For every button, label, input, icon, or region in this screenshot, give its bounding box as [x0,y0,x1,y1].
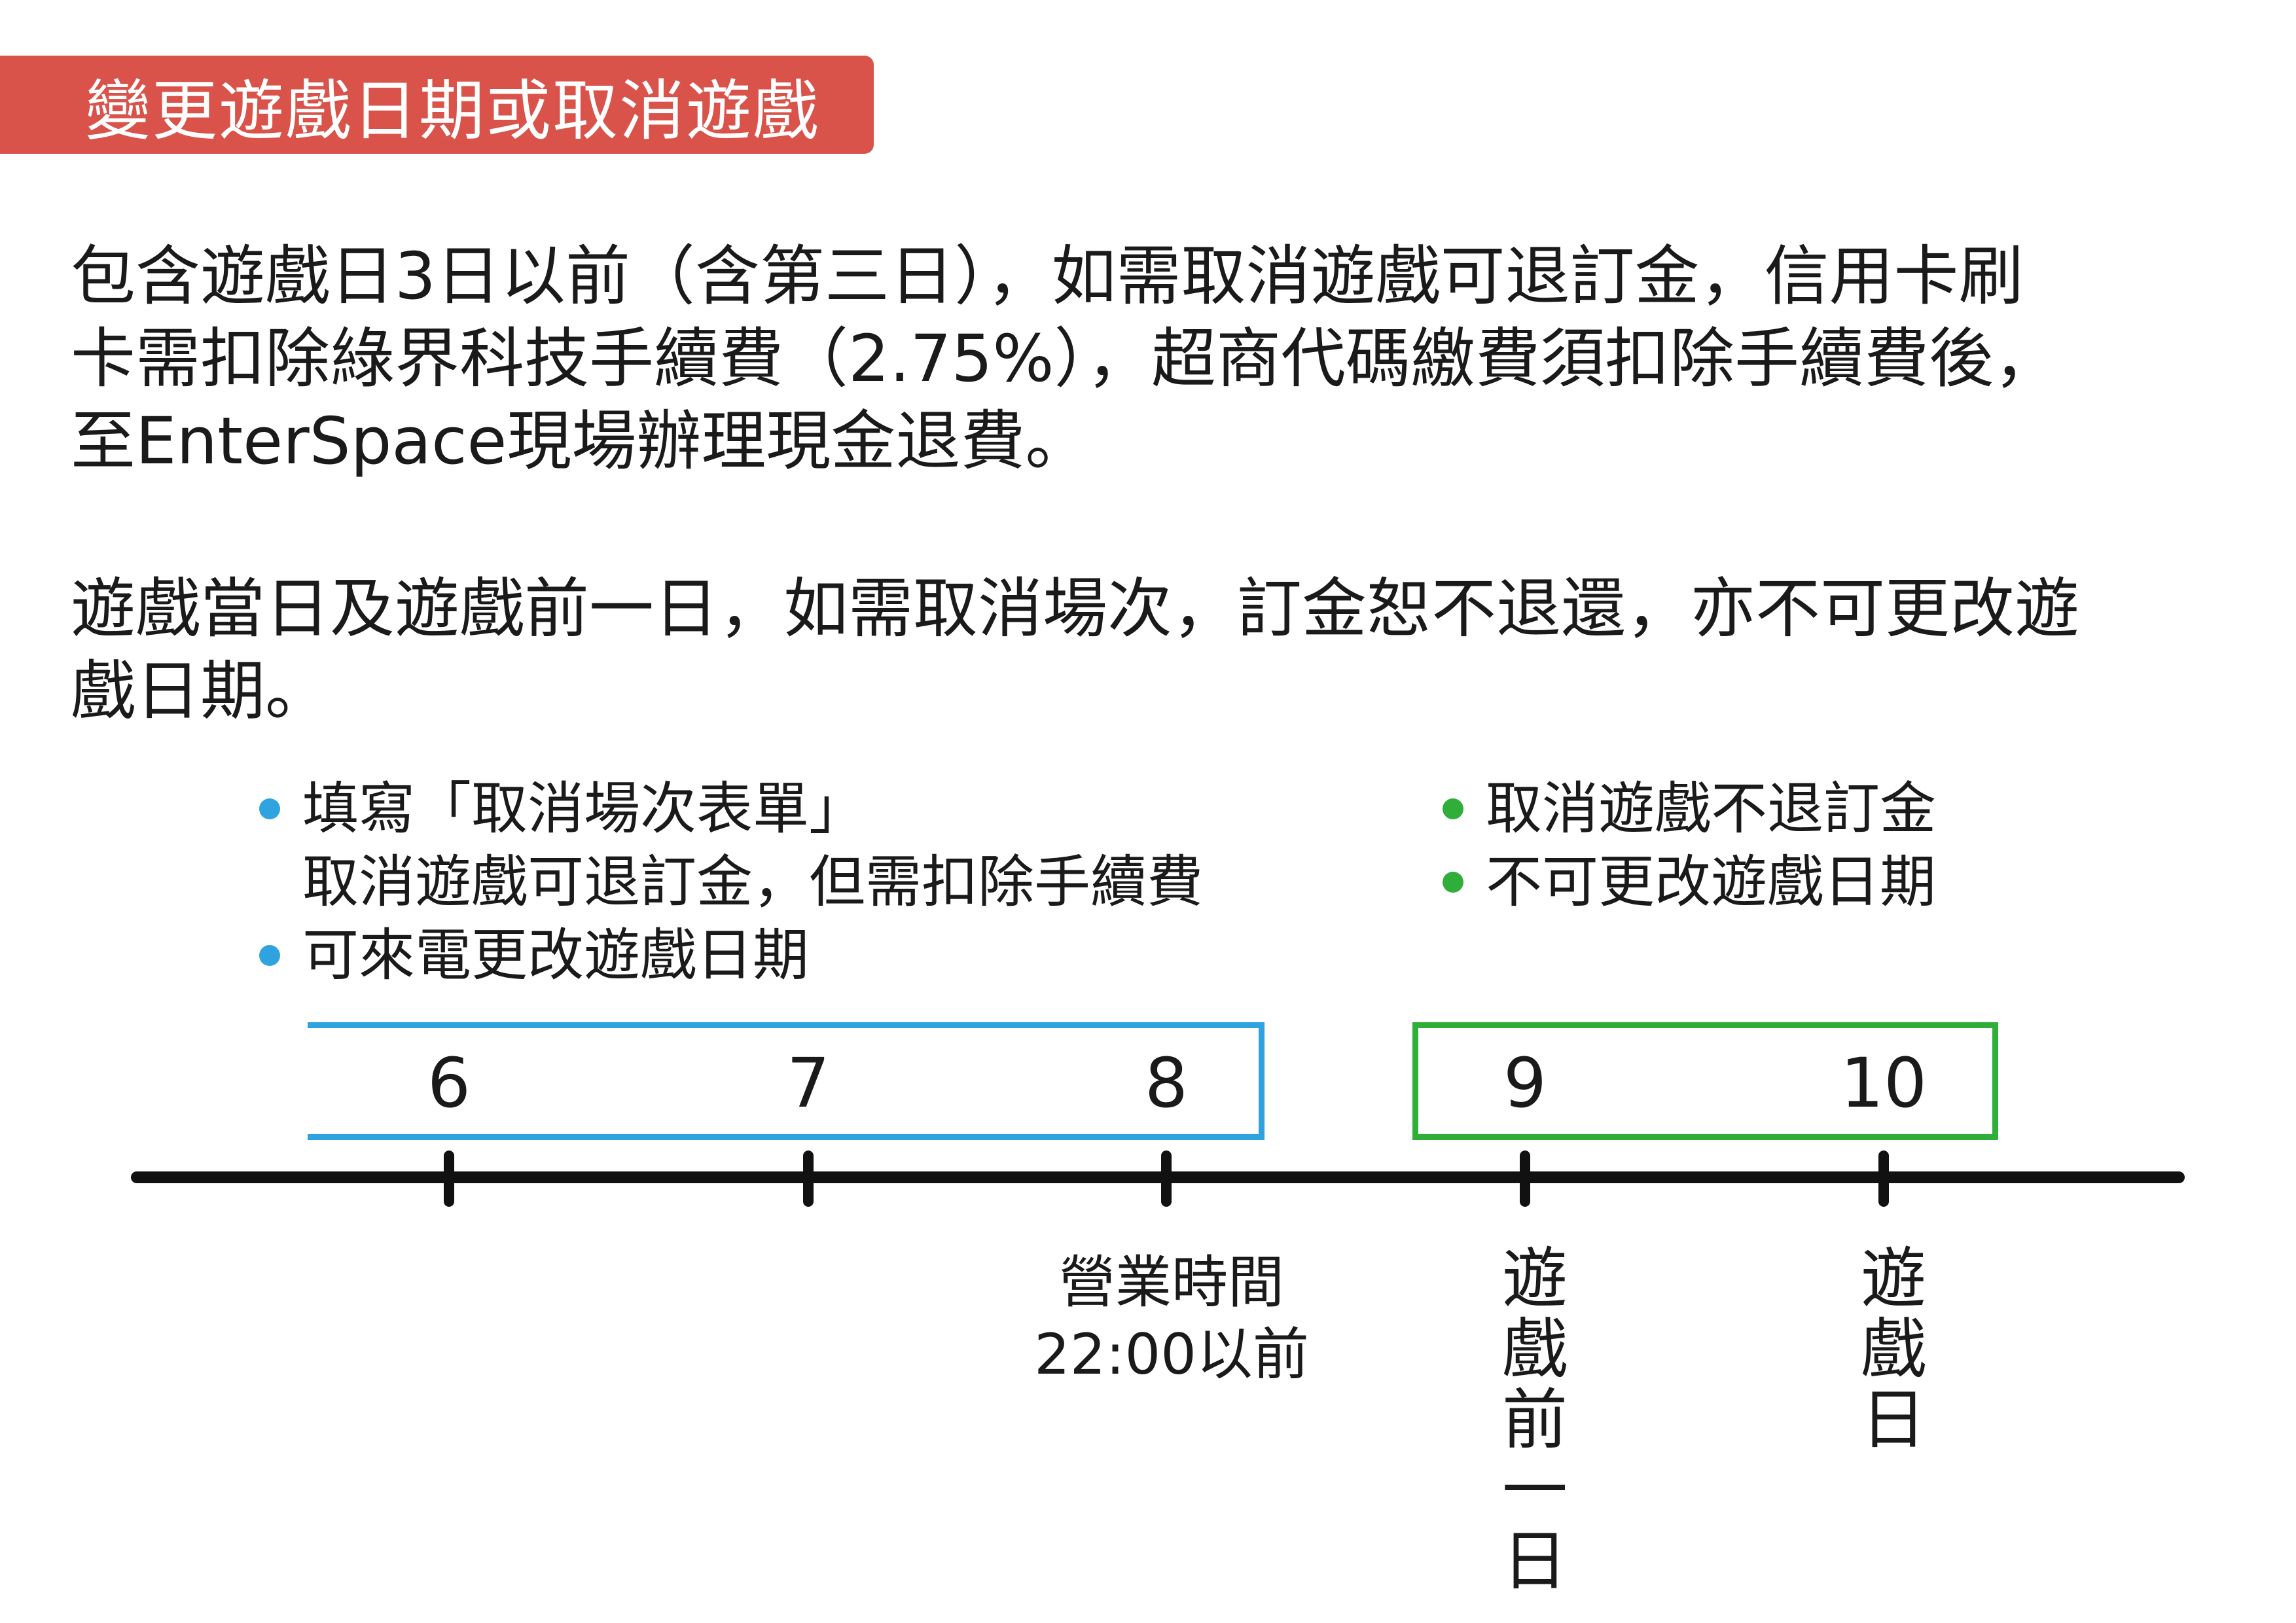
paragraph-line: 包含遊戲日3日以前（含第三日），如需取消遊戲可退訂金，信用卡刷 [71,239,2024,314]
refundable-days-bracket [308,1022,1265,1140]
refundable-period-notes: 填寫「取消場次表單」 取消遊戲可退訂金，但需扣除手續費 可來電更改遊戲日期 [257,772,1203,992]
day-number: 6 [427,1043,471,1123]
bullet-dot-icon [259,945,280,966]
list-item-text: 取消遊戲可退訂金，但需扣除手續費 [302,849,1203,915]
day-number: 10 [1840,1043,1928,1123]
non-refundable-days-bracket [1412,1022,1998,1140]
list-item-text: 不可更改遊戲日期 [1486,849,1936,915]
vertical-char: 戲 [1861,1311,1926,1387]
day-number: 8 [1144,1043,1189,1123]
timeline-tick [1520,1150,1530,1207]
business-hours-title: 營業時間 [1059,1250,1284,1315]
vertical-char: 戲 [1502,1311,1568,1387]
list-item-text: 可來電更改遊戲日期 [302,923,809,988]
vertical-char: 日 [1502,1523,1568,1599]
list-item-text: 填寫「取消場次表單」 [302,776,865,842]
list-item: 不可更改遊戲日期 [1440,846,1936,919]
vertical-char: 一 [1502,1452,1568,1529]
timeline-tick [444,1150,454,1207]
bullet-dot-icon [259,798,280,819]
day-before-game-label: 遊 戲 前 一 日 [1499,1243,1571,1597]
timeline-axis [131,1171,2185,1183]
non-refundable-period-notes: 取消遊戲不退訂金 不可更改遊戲日期 [1440,772,1936,919]
section-title: 變更遊戲日期或取消遊戲 [85,72,819,149]
game-day-label: 遊 戲 日 [1857,1243,1929,1455]
paragraph-line: 戲日期。 [71,654,330,729]
timeline-tick [1878,1150,1889,1207]
business-hours-time: 22:00以前 [1034,1322,1309,1387]
list-item: 可來電更改遊戲日期 [257,919,1203,992]
timeline-tick [803,1150,814,1207]
paragraph-line: 遊戲當日及遊戲前一日，如需取消場次，訂金恕不退還，亦不可更改遊 [71,571,2079,647]
list-item-text: 取消遊戲不退訂金 [1486,776,1936,842]
paragraph-line: 至EnterSpace現場辦理現金退費。 [71,404,1090,479]
vertical-char: 日 [1861,1382,1926,1458]
bullet-dot-icon [1443,872,1463,893]
day-number: 9 [1503,1043,1547,1123]
list-item-continuation: 取消遊戲可退訂金，但需扣除手續費 [257,846,1203,919]
business-hours-label: 營業時間 22:00以前 [1034,1247,1309,1391]
timeline-tick [1161,1150,1172,1207]
section-banner: 變更遊戲日期或取消遊戲 [0,56,874,154]
bullet-dot-icon [1443,798,1463,819]
vertical-char: 前 [1502,1382,1568,1458]
refund-policy-paragraph: 包含遊戲日3日以前（含第三日），如需取消遊戲可退訂金，信用卡刷 卡需扣除綠界科技… [71,236,2058,483]
vertical-char: 遊 [1502,1240,1568,1317]
list-item: 取消遊戲不退訂金 [1440,772,1936,846]
day-number: 7 [786,1043,831,1123]
paragraph-line: 卡需扣除綠界科技手續費（2.75%），超商代碼繳費須扣除手續費後， [71,321,2058,397]
list-item: 填寫「取消場次表單」 [257,772,1203,846]
no-refund-paragraph: 遊戲當日及遊戲前一日，如需取消場次，訂金恕不退還，亦不可更改遊 戲日期。 [71,568,2079,733]
vertical-char: 遊 [1861,1240,1926,1317]
